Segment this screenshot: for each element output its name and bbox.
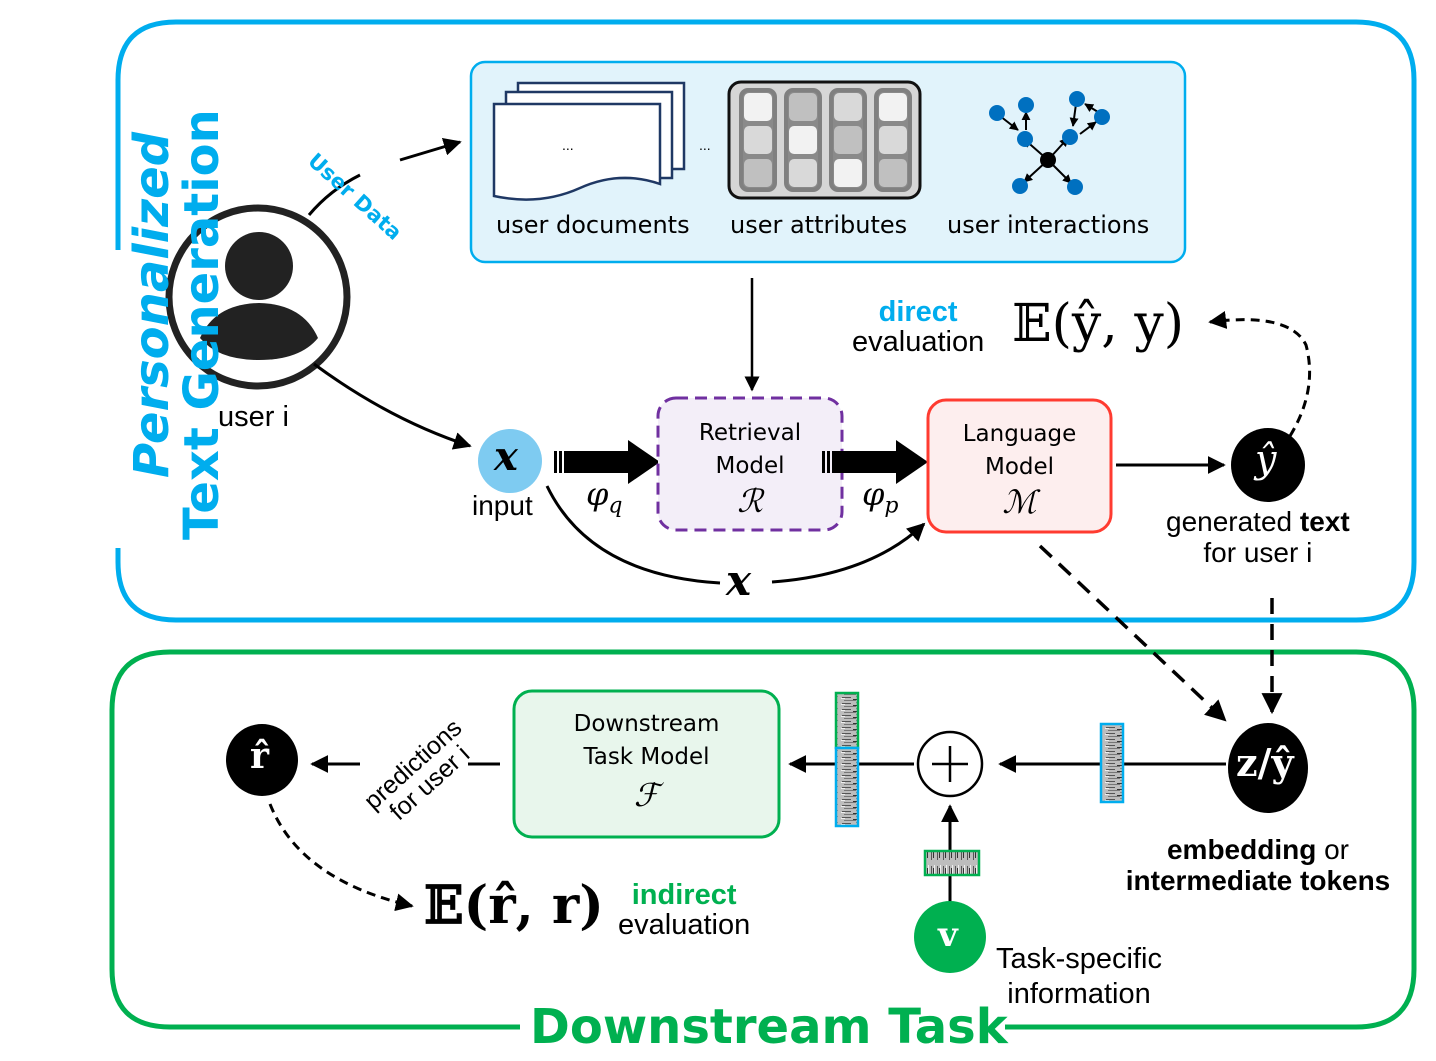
phi-p-subscript: p (884, 493, 899, 519)
phi-q-arrow (554, 440, 660, 484)
retrieval-model-box (656, 396, 844, 532)
indirect-eval-arrow (268, 803, 414, 912)
input-label: input (472, 490, 533, 521)
lm-line1: Language (962, 421, 1077, 447)
top-frame (115, 19, 1417, 623)
task-vector (923, 849, 981, 877)
bottom-frame (109, 649, 1417, 1030)
user-input-arrow (313, 362, 472, 450)
title-top-line2: Text Generation (174, 109, 230, 540)
task-info-line2: information (1007, 978, 1151, 1011)
output-node (1231, 428, 1305, 502)
embedding-node (1228, 723, 1308, 813)
language-model-box (926, 398, 1113, 534)
phi-p-label: φp (862, 478, 899, 517)
direct-word: evaluation (852, 326, 985, 359)
bypass-arrow (545, 485, 721, 585)
downstream-model-box (512, 689, 781, 839)
phi-p-symbol: φ (862, 475, 885, 513)
phi-q-subscript: q (608, 493, 623, 519)
between-ellipsis: ... (699, 137, 711, 153)
downstream-line2: Task Model (583, 744, 710, 771)
task-info-label: Task-specific information (996, 942, 1162, 1013)
lm-line2: Model (984, 454, 1055, 481)
phi-q-label: φq (586, 478, 623, 517)
retrieval-symbol: ℛ (737, 481, 763, 520)
user-data-arrow (307, 173, 361, 216)
concat-vector-task (834, 691, 860, 750)
documents-icon (492, 81, 686, 201)
user-interactions-label: user interactions (947, 211, 1150, 239)
phi-p-arrow (822, 440, 928, 484)
prediction-node (226, 724, 298, 796)
prediction-symbol: r̂ (250, 735, 269, 777)
direct-keyword: direct (878, 296, 958, 328)
output-label-line2: for user i (1203, 536, 1313, 568)
output-label: generated text for user i (1166, 506, 1350, 569)
user-attributes-label: user attributes (730, 211, 908, 239)
downstream-symbol: ℱ (633, 775, 660, 814)
language-model-text: Language Model ℳ (928, 418, 1111, 520)
embedding-or: or (1316, 834, 1350, 865)
direct-eval-arrow (1208, 311, 1312, 437)
indirect-word: evaluation (618, 909, 751, 942)
user-label: user i (218, 401, 289, 433)
embedding-bold2: intermediate tokens (1125, 865, 1391, 897)
embedding-vector (1099, 722, 1125, 804)
indirect-eval-formula: 𝔼(r̂, r) (424, 875, 604, 936)
documents-ellipsis: ... (562, 137, 574, 153)
input-node (478, 429, 542, 493)
output-label-bold: text (1299, 506, 1350, 537)
input-symbol: x (494, 433, 518, 480)
user-avatar-icon (165, 204, 351, 390)
embedding-label: embedding or intermediate tokens (1106, 834, 1410, 897)
user-documents-label: user documents (496, 211, 690, 239)
lm-symbol: ℳ (1002, 482, 1037, 521)
concat-vector-embedding (834, 746, 860, 828)
embedding-bold1: embedding (1166, 834, 1317, 865)
embedding-symbol: z/ŷ (1236, 740, 1294, 785)
output-label-prefix: generated (1166, 506, 1300, 537)
lm-embedding-arrow (1038, 544, 1227, 722)
direct-eval-formula: 𝔼(ŷ, y) (1012, 294, 1185, 354)
task-info-node (914, 901, 986, 973)
retrieval-line2: Model (715, 453, 785, 480)
title-top: Personalized Text Generation (124, 109, 230, 540)
title-bottom: Downstream Task (530, 999, 1008, 1055)
direct-eval-label: direct evaluation (852, 297, 984, 358)
indirect-keyword: indirect (631, 879, 737, 911)
attributes-grid-icon (727, 80, 922, 200)
bypass-symbol: x (726, 556, 752, 605)
graph-icon (989, 91, 1110, 195)
indirect-eval-label: indirect evaluation (618, 880, 750, 941)
output-symbol: ŷ (1255, 437, 1277, 481)
retrieval-model-text: Retrieval Model ℛ (658, 417, 842, 519)
retrieval-line1: Retrieval (698, 420, 802, 446)
phi-q-symbol: φ (586, 475, 609, 513)
task-info-line1: Task-specific (996, 943, 1162, 975)
downstream-model-text: Downstream Task Model ℱ (514, 708, 779, 816)
downstream-line1: Downstream (573, 711, 720, 737)
task-info-symbol: v (938, 915, 958, 955)
title-top-line1: Personalized (124, 132, 180, 478)
